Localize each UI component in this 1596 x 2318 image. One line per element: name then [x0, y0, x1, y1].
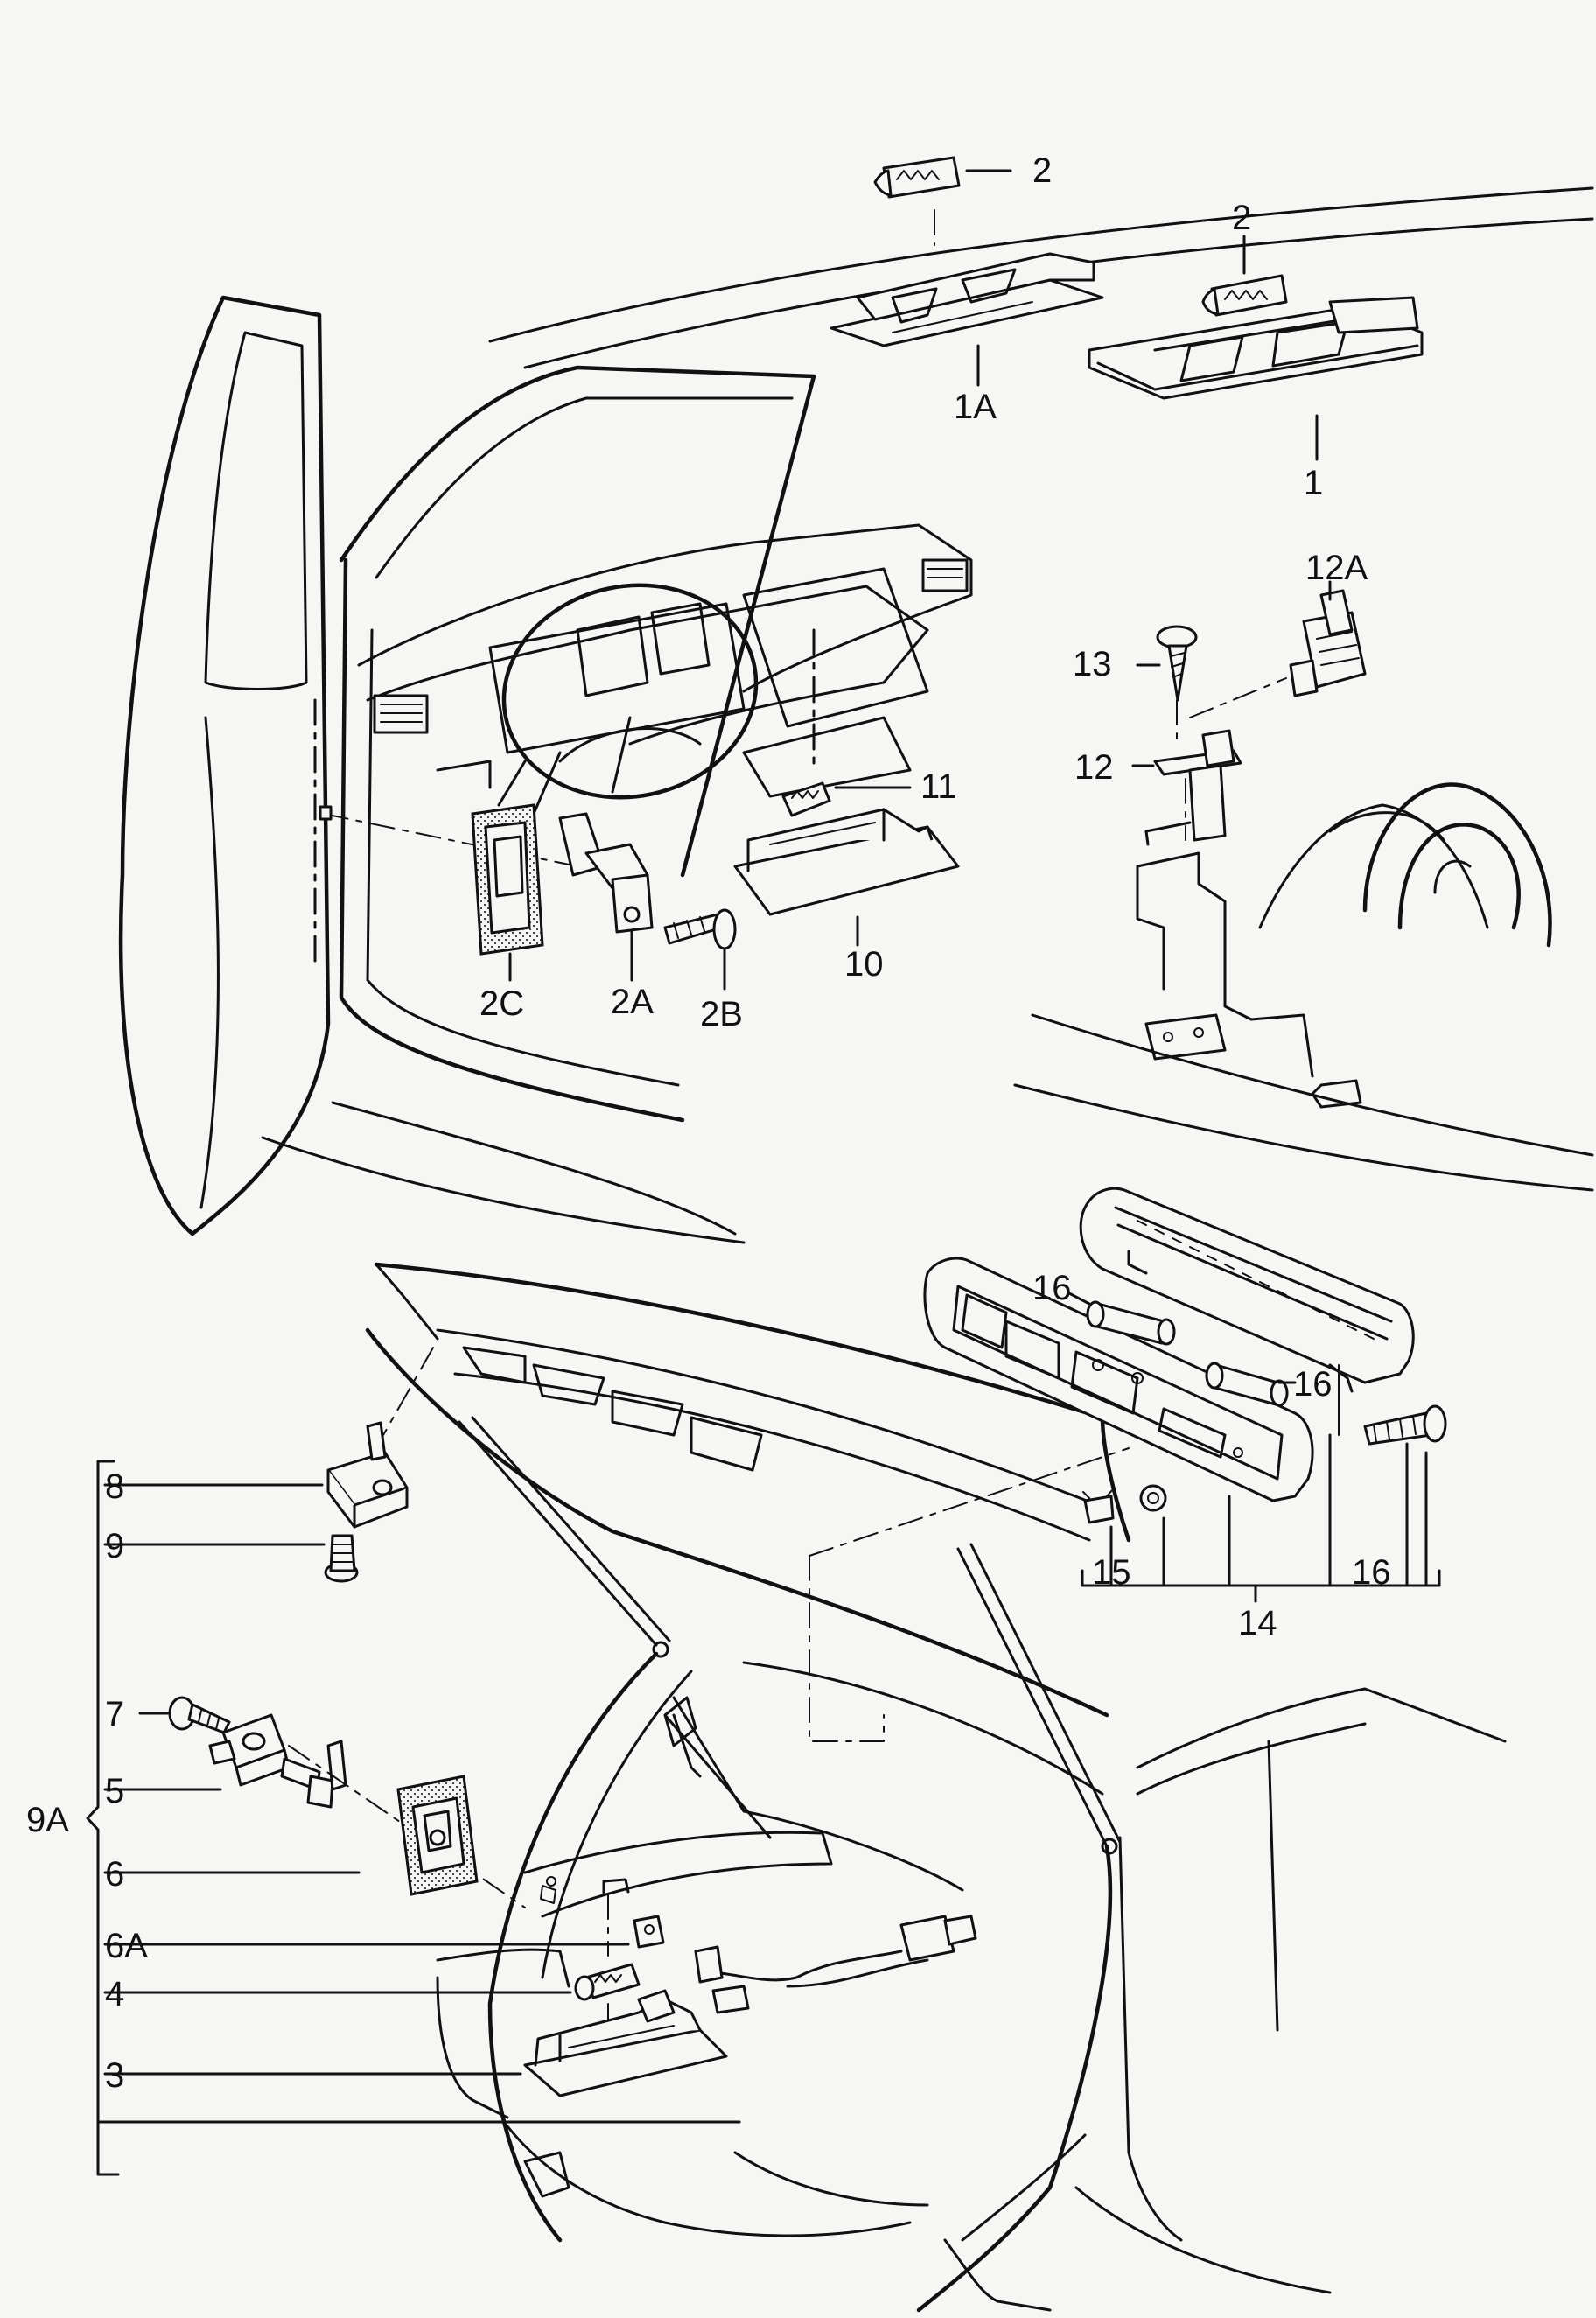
label-9: 9	[105, 1527, 124, 1565]
bracket-9A	[86, 1460, 741, 2176]
tailgate-drawing	[365, 1262, 1507, 2313]
label-2-top: 2	[1032, 151, 1052, 190]
label-9A: 9A	[26, 1801, 69, 1839]
part-1A-interior-light	[830, 252, 1104, 387]
label-12: 12	[1074, 748, 1114, 787]
label-2B: 2B	[700, 995, 743, 1033]
part-12-door-switch	[1131, 729, 1242, 846]
label-2-right: 2	[1232, 199, 1251, 237]
label-2A: 2A	[611, 983, 654, 1021]
label-16-a: 16	[1032, 1269, 1072, 1307]
part-11-bulb	[781, 781, 912, 817]
part-2-bulb-top	[873, 156, 1012, 246]
part-10-glove-box-light	[733, 808, 960, 947]
label-12A: 12A	[1306, 549, 1368, 587]
front-cabin-drawing	[118, 186, 1594, 1244]
label-10: 10	[844, 945, 884, 984]
label-3: 3	[105, 2056, 124, 2095]
part-12A-contact-switch	[1289, 580, 1367, 697]
part-labels: 2 1A 2 1 12A 13 12 11 10 2C 2A 2B 16 16 …	[26, 151, 1391, 2095]
label-13: 13	[1073, 645, 1112, 683]
part-6-switch-cover	[103, 1775, 556, 1904]
label-7: 7	[105, 1695, 124, 1733]
b-pillar-bracket	[1013, 782, 1594, 1192]
label-1A: 1A	[954, 388, 997, 426]
label-2C: 2C	[480, 984, 524, 1023]
part-13-screw	[1136, 625, 1287, 745]
label-8: 8	[105, 1467, 124, 1506]
part-1-interior-light	[1088, 296, 1424, 461]
part-6A-clip	[103, 1878, 665, 1957]
part-9-screw	[103, 1534, 359, 1583]
label-15: 15	[1092, 1553, 1131, 1592]
part-2B-screw	[663, 908, 737, 991]
label-14: 14	[1238, 1604, 1278, 1642]
part-4-bulb	[103, 1963, 640, 2031]
part-2-bulb-right	[1201, 235, 1288, 317]
label-5: 5	[105, 1772, 124, 1810]
part-2A-door-contact-switch	[558, 812, 654, 982]
label-11: 11	[920, 767, 957, 806]
label-6A: 6A	[105, 1927, 148, 1965]
part-2C-switch-cover	[471, 803, 544, 982]
part-14-rear-light-assembly	[923, 1187, 1447, 1603]
label-1: 1	[1304, 464, 1323, 502]
part-3-luggage-compartment-light	[103, 1989, 728, 2097]
part-8-stop-bracket	[103, 1421, 409, 1529]
label-16-b: 16	[1293, 1365, 1333, 1404]
label-4: 4	[105, 1975, 124, 2013]
label-16-c: 16	[1352, 1553, 1391, 1592]
label-6: 6	[105, 1855, 124, 1894]
part-7-screw	[138, 1696, 231, 1734]
